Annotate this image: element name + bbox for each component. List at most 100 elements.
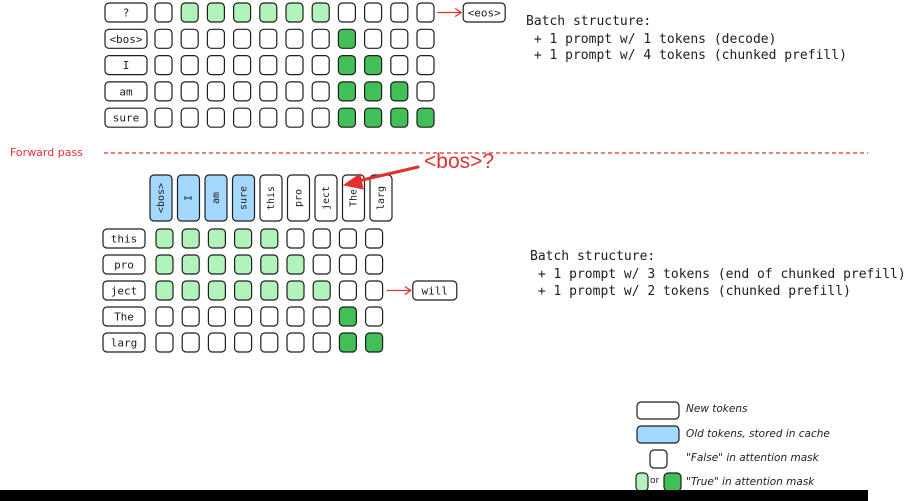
bottom-mask-cell: [234, 332, 253, 353]
column-header-box: [259, 174, 283, 222]
bottom-mask-cell: [365, 332, 384, 353]
bottom-mask-cell: [155, 306, 174, 327]
bottom-mask-cell: [234, 280, 253, 301]
bottom-mask-cell: [312, 254, 331, 275]
bottom-mask-cell: [207, 280, 226, 301]
bottom-mask-cell: [207, 306, 226, 327]
bottom-mask-cell: [260, 280, 279, 301]
top-mask-cell: [390, 28, 409, 49]
top-mask-cell: [154, 28, 173, 49]
bottom-mask-cell: [155, 280, 174, 301]
bottom-row-label: ject: [111, 285, 138, 298]
bottom-mask-cell: [181, 280, 200, 301]
top-mask-cell: [337, 2, 356, 23]
column-header-label: The: [349, 189, 360, 207]
top-mask-cell: [206, 107, 225, 128]
top-mask-cell: [416, 107, 435, 128]
top-row-label-box: [104, 54, 148, 76]
top-mask-cell: [390, 81, 409, 102]
top-mask-cell: [233, 28, 252, 49]
column-header-label: <bos>: [156, 183, 167, 213]
column-header-box: [314, 174, 338, 222]
top-mask-cell: [154, 81, 173, 102]
bottom-mask-cell: [286, 306, 305, 327]
bottom-mask-cell: [365, 306, 384, 327]
bottom-mask-cell: [207, 254, 226, 275]
bottom-mask-cell: [338, 280, 357, 301]
top-mask-cell: [285, 54, 304, 76]
top-mask-cell: [364, 54, 383, 76]
legend-true-light-swatch: [635, 472, 649, 492]
annotation-arrow-line: [356, 165, 420, 183]
top-mask-cell: [364, 107, 383, 128]
top-row-label: ?: [123, 7, 130, 20]
forward-pass-label: Forward pass: [10, 146, 83, 159]
top-mask-cell: [416, 81, 435, 102]
bottom-mask-cell: [155, 254, 174, 275]
top-mask-cell: [206, 81, 225, 102]
column-header-box: [231, 174, 256, 222]
top-batch-line-2: + 1 prompt w/ 4 tokens (chunked prefill): [526, 48, 847, 63]
bottom-mask-cell: [286, 228, 305, 249]
bottom-mask-cell: [260, 228, 279, 249]
top-mask-cell: [206, 2, 225, 23]
top-mask-cell: [285, 107, 304, 128]
bottom-mask-cell: [286, 254, 305, 275]
top-row-label-box: [104, 28, 148, 49]
top-mask-cell: [416, 54, 435, 76]
bottom-row-label: larg: [111, 337, 138, 350]
bottom-batch-line-2: + 1 prompt w/ 2 tokens (chunked prefill): [530, 284, 851, 299]
top-mask-cell: [206, 28, 225, 49]
top-mask-cell: [337, 81, 356, 102]
top-batch-heading: Batch structure:: [526, 14, 652, 29]
top-mask-cell: [337, 28, 356, 49]
bottom-mask-cell: [155, 332, 174, 353]
top-mask-cell: [311, 28, 330, 49]
bottom-mask-cell: [338, 228, 357, 249]
legend-false-swatch: [649, 449, 668, 469]
top-mask-cell: [285, 81, 304, 102]
column-header-label: sure: [239, 186, 250, 210]
column-header-box: [176, 174, 201, 222]
column-header-box: [204, 174, 228, 222]
bottom-mask-cell: [234, 306, 253, 327]
bottom-batch-line-1: + 1 prompt w/ 3 tokens (end of chunked p…: [530, 267, 906, 282]
bottom-mask-cell: [312, 228, 331, 249]
bottom-mask-cell: [260, 332, 279, 353]
top-mask-cell: [233, 107, 252, 128]
top-mask-cell: [259, 28, 278, 49]
bottom-row-label: pro: [114, 259, 134, 272]
bottom-mask-cell: [181, 228, 200, 249]
column-header-label: pro: [294, 189, 305, 207]
bottom-next-token-box: [412, 280, 458, 301]
bottom-mask-cell: [365, 254, 384, 275]
bottom-mask-cell: [234, 228, 253, 249]
bottom-mask-cell: [207, 228, 226, 249]
bottom-mask-cell: [365, 280, 384, 301]
bottom-mask-cell: [155, 228, 174, 249]
top-mask-cell: [311, 81, 330, 102]
top-mask-cell: [311, 2, 330, 23]
legend-old-tokens: Old tokens, stored in cache: [686, 428, 830, 440]
top-mask-cell: [390, 107, 409, 128]
top-mask-cell: [364, 2, 383, 23]
top-mask-cell: [180, 28, 199, 49]
top-row-label-box: [104, 2, 148, 23]
bottom-row-label-box: [102, 332, 146, 353]
top-batch-line-1: + 1 prompt w/ 1 tokens (decode): [526, 32, 777, 47]
bottom-mask-cell: [312, 332, 331, 353]
top-next-arrow-head: [454, 8, 463, 17]
bottom-row-label: this: [111, 233, 138, 246]
top-mask-cell: [390, 54, 409, 76]
bottom-row-label-box: [102, 280, 146, 301]
bottom-mask-cell: [207, 332, 226, 353]
top-mask-cell: [285, 2, 304, 23]
bottom-black-bar: [0, 490, 868, 501]
top-mask-cell: [311, 54, 330, 76]
legend-true-mask: "True" in attention mask: [686, 476, 815, 488]
top-mask-cell: [154, 107, 173, 128]
bottom-mask-cell: [260, 254, 279, 275]
top-row-label-box: [104, 107, 148, 128]
column-header-label: ject: [321, 186, 332, 210]
column-header-label: larg: [376, 186, 387, 210]
